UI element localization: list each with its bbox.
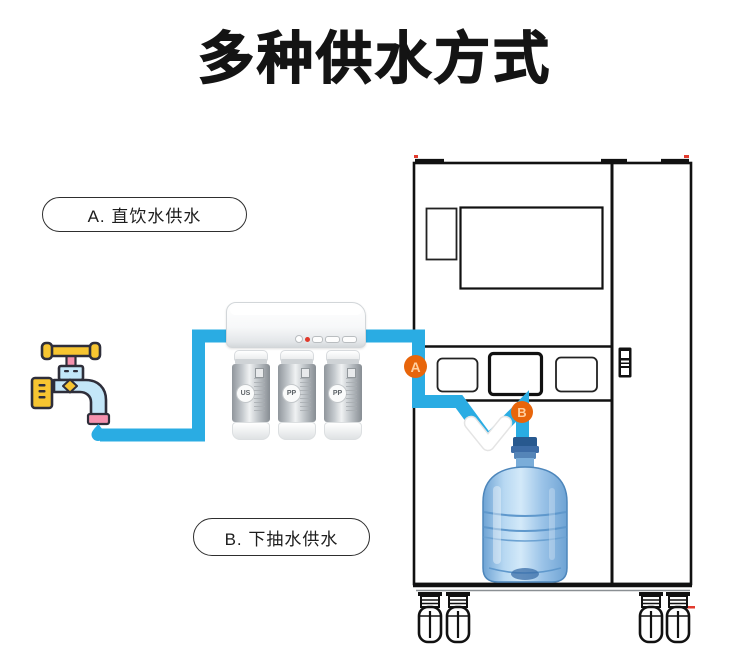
cartridge-label: PP — [282, 384, 301, 403]
cartridge-spec-tag — [301, 368, 310, 378]
bottle-bottom-dimple — [511, 568, 539, 580]
cartridge-spec-tag — [347, 368, 356, 378]
machine-screen — [459, 206, 604, 290]
bottle-rib — [483, 526, 567, 532]
water-bottle — [482, 437, 568, 583]
indicator-circle-icon — [295, 335, 303, 343]
callout-bottom-pump-supply: B. 下抽水供水 — [193, 518, 370, 556]
bottle-rib — [483, 536, 567, 542]
cartridge-fine-print — [254, 378, 265, 412]
cartridge-bottom-cap — [232, 422, 270, 440]
cartridge-body: US — [232, 364, 270, 422]
filter-cartridge: PP — [278, 350, 316, 440]
dispense-window-center — [487, 351, 544, 397]
indicator-pill-icon — [342, 335, 357, 343]
faucet-neck — [57, 364, 85, 382]
cartridge-body: PP — [278, 364, 316, 422]
annotation-mark — [414, 155, 418, 158]
bottle-highlight — [493, 486, 501, 564]
indicator-pill-icon — [312, 335, 323, 343]
faucet-handle-knob — [40, 341, 54, 361]
filter-cartridge: US — [232, 350, 270, 440]
faucet — [30, 341, 111, 441]
callout-a-label: A. 直饮水供水 — [87, 207, 202, 226]
faucet-wall-plate — [30, 376, 54, 410]
bottle-neck — [516, 458, 534, 467]
cartridge-label: PP — [328, 384, 347, 403]
cartridge-fine-print — [346, 378, 357, 412]
filter-manifold — [226, 302, 366, 348]
faucet-handle-knob — [88, 341, 102, 361]
dispense-window-right — [555, 356, 598, 393]
bottle-body — [482, 466, 568, 583]
cartridge-spec-tag — [255, 368, 264, 378]
cartridge-body: PP — [324, 364, 362, 422]
filter-indicator-row — [295, 335, 357, 343]
callout-b-label: B. 下抽水供水 — [224, 529, 339, 549]
dispense-window-left — [436, 357, 479, 393]
bottle-cap — [511, 437, 539, 459]
marker-a: A — [404, 355, 427, 378]
bottle-highlight — [549, 488, 555, 560]
cartridge-fine-print — [300, 378, 311, 412]
faucet-spout-collar — [86, 412, 111, 426]
filter-manifold-top — [230, 305, 362, 315]
callout-direct-water-supply: A. 直饮水供水 — [42, 197, 247, 232]
water-drop — [91, 424, 105, 441]
cartridge-bottom-cap — [278, 422, 316, 440]
cartridge-bottom-cap — [324, 422, 362, 440]
bottle-rib — [483, 511, 567, 517]
annotation-mark — [684, 155, 689, 158]
filter-unit: US PP PP — [222, 296, 372, 446]
marker-b: B — [511, 401, 533, 423]
page-title: 多种供水方式 — [197, 26, 552, 91]
indicator-pill-icon — [325, 335, 340, 343]
cartridge-label: US — [236, 384, 255, 403]
faucet-diamond — [62, 378, 78, 394]
caster-feet — [417, 592, 691, 644]
faucet-body — [52, 378, 108, 418]
filter-cartridge: PP — [324, 350, 362, 440]
machine-side-display — [425, 207, 458, 261]
indicator-red-dot-icon — [305, 336, 310, 342]
faucet-plate-dashes — [38, 370, 78, 399]
faucet-handle-bar — [44, 344, 98, 358]
side-control-panel — [618, 347, 632, 378]
